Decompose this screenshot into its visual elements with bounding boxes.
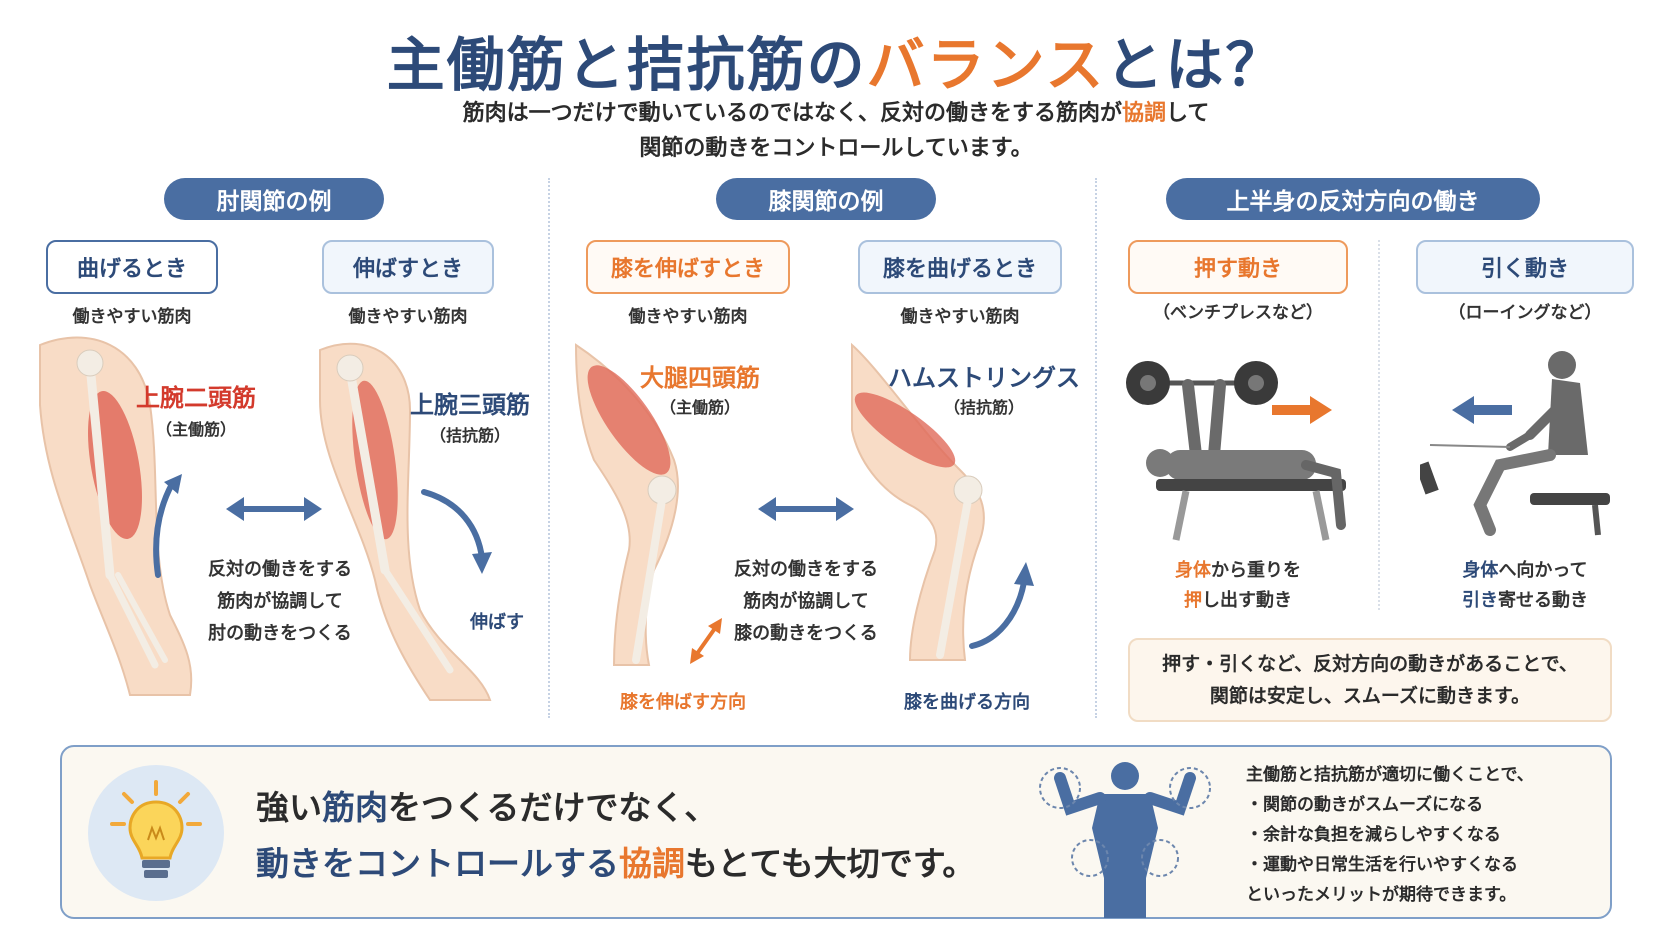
pull-desc-highlight: 身体: [1462, 560, 1499, 581]
title-text-end: とは？: [1105, 31, 1286, 99]
pull-example: （ローイングなど）: [1448, 303, 1602, 323]
elbow-bend-box: 曲げるとき: [46, 240, 218, 294]
arm-extend-illustration: [319, 342, 492, 701]
summary-panel: [60, 745, 1612, 919]
lightbulb-icon: [110, 780, 202, 878]
double-arrow-icon: [758, 497, 854, 521]
summary-highlight-orange: 協調: [619, 844, 685, 883]
knee-bend-direction: 膝を曲げる方向: [904, 692, 1030, 713]
summary-highlight: 動きをコントロールする: [256, 844, 619, 883]
elbow-extend-box: 伸ばすとき: [322, 240, 494, 294]
knee-muscle-right: ハムストリングス: [888, 364, 1080, 392]
section-elbow-title: 肘関節の例: [164, 178, 384, 220]
summary-text: をつくるだけでなく、: [388, 788, 718, 827]
subtitle-highlight: 協調: [1121, 101, 1166, 126]
push-desc-highlight: 身体: [1175, 560, 1211, 581]
push-box: 押す動き: [1128, 240, 1348, 294]
benefit-item: ・関節の動きがスムーズになる: [1246, 795, 1484, 815]
push-desc-text: し出す動き: [1202, 590, 1292, 611]
elbow-desc-line: 反対の働きをする: [208, 559, 352, 580]
push-example: （ベンチプレスなど）: [1153, 303, 1323, 323]
elbow-muscle-right: 上腕三頭筋: [410, 391, 530, 419]
pull-desc-highlight: 引き: [1462, 590, 1498, 611]
knee-bend-box: 膝を曲げるとき: [858, 240, 1062, 294]
elbow-desc-line: 肘の動きをつくる: [208, 623, 352, 644]
elbow-active-left: 働きやすい筋肉: [72, 307, 192, 327]
pull-box: 引く動き: [1416, 240, 1634, 294]
knee-desc-line: 膝の動きをつくる: [734, 623, 878, 644]
column-divider: [1095, 178, 1097, 718]
elbow-role-left: （主働筋）: [155, 420, 236, 439]
pull-desc-text: へ向かって: [1498, 560, 1588, 581]
knee-extend-direction: 膝を伸ばす方向: [620, 692, 746, 713]
elbow-desc-line: 筋肉が協調して: [217, 591, 343, 612]
benefit-item: ・余計な負担を減らしやすくなる: [1246, 825, 1501, 845]
elbow-extend-direction: 伸ばす: [470, 612, 524, 633]
knee-active-right: 働きやすい筋肉: [900, 307, 1020, 327]
barbell-icon: [1126, 361, 1278, 405]
page-subtitle: 筋肉は一つだけで動いているのではなく、反対の働きをする筋肉が協調して 関節の動き…: [0, 96, 1672, 166]
pull-desc-text: 寄せる動き: [1498, 590, 1588, 611]
section-knee-title: 膝関節の例: [716, 178, 936, 220]
elbow-active-right: 働きやすい筋肉: [348, 307, 468, 327]
knee-role-left: （主働筋）: [659, 398, 740, 417]
subtitle-text: 筋肉は一つだけで動いているのではなく、反対の働きをする筋肉が: [462, 101, 1122, 126]
push-arrow-icon: [1272, 396, 1332, 424]
upper-note-line: 押す・引くなど、反対方向の動きがあることで、: [1162, 653, 1578, 675]
rowing-illustration: [1420, 351, 1610, 536]
bench-press-illustration: [1126, 361, 1346, 541]
page-title: 主働筋と拮抗筋のバランスとは？: [0, 18, 1672, 102]
title-highlight: バランス: [866, 31, 1106, 99]
upper-divider: [1378, 240, 1380, 610]
cable-handle-icon: [1420, 461, 1439, 495]
subtitle-line2: 関節の動きをコントロールしています。: [639, 136, 1033, 161]
curved-arrow-icon: [969, 562, 1034, 649]
benefits-outro: といったメリットが期待できます。: [1246, 885, 1517, 905]
upper-note-line: 関節は安定し、スムーズに動きます。: [1209, 685, 1531, 707]
summary-highlight: 筋肉: [322, 788, 388, 827]
double-arrow-icon: [226, 497, 322, 521]
summary-text: 強い: [256, 788, 322, 827]
push-desc-highlight: 押: [1184, 590, 1202, 611]
knee-muscle-left: 大腿四頭筋: [640, 364, 760, 392]
push-desc-text: から重りを: [1211, 560, 1301, 581]
elbow-role-right: （拮抗筋）: [429, 426, 510, 445]
body-silhouette-illustration: [1039, 762, 1211, 918]
benefit-item: ・運動や日常生活を行いやすくなる: [1246, 855, 1518, 875]
leg-extend-illustration: [574, 343, 679, 666]
benefits-intro: 主働筋と拮抗筋が適切に働くことで、: [1246, 765, 1534, 785]
knee-desc-line: 筋肉が協調して: [743, 591, 869, 612]
knee-desc-line: 反対の働きをする: [734, 559, 878, 580]
push-desc: 身体から重りを 押し出す動き: [1128, 556, 1348, 616]
curved-arrow-icon: [153, 474, 182, 578]
subtitle-text-end: して: [1166, 101, 1210, 126]
leg-bend-illustration: [851, 342, 985, 661]
section-upper-title: 上半身の反対方向の働き: [1166, 178, 1540, 220]
upper-note: 押す・引くなど、反対方向の動きがあることで、 関節は安定し、スムーズに動きます。: [1128, 638, 1612, 722]
pull-arrow-icon: [1452, 396, 1512, 424]
knee-desc: 反対の働きをする 筋肉が協調して 膝の動きをつくる: [706, 554, 906, 650]
summary-text: もとても大切です。: [685, 844, 976, 883]
benefits-list: 主働筋と拮抗筋が適切に働くことで、 ・関節の動きがスムーズになる ・余計な負担を…: [1246, 760, 1534, 910]
summary-message: 強い筋肉をつくるだけでなく、 動きをコントロールする協調もとても大切です。: [256, 780, 975, 892]
knee-active-left: 働きやすい筋肉: [628, 307, 748, 327]
elbow-desc: 反対の働きをする 筋肉が協調して 肘の動きをつくる: [180, 554, 380, 650]
double-arrow-icon: [690, 618, 722, 664]
title-text: 主働筋と拮抗筋の: [386, 31, 867, 99]
column-divider: [548, 178, 550, 718]
arm-bend-illustration: [39, 336, 193, 696]
knee-extend-box: 膝を伸ばすとき: [586, 240, 790, 294]
curved-arrow-icon: [421, 489, 492, 574]
knee-role-right: （拮抗筋）: [943, 398, 1024, 417]
pull-desc: 身体へ向かって 引き寄せる動き: [1416, 556, 1634, 616]
elbow-muscle-left: 上腕二頭筋: [136, 384, 256, 412]
